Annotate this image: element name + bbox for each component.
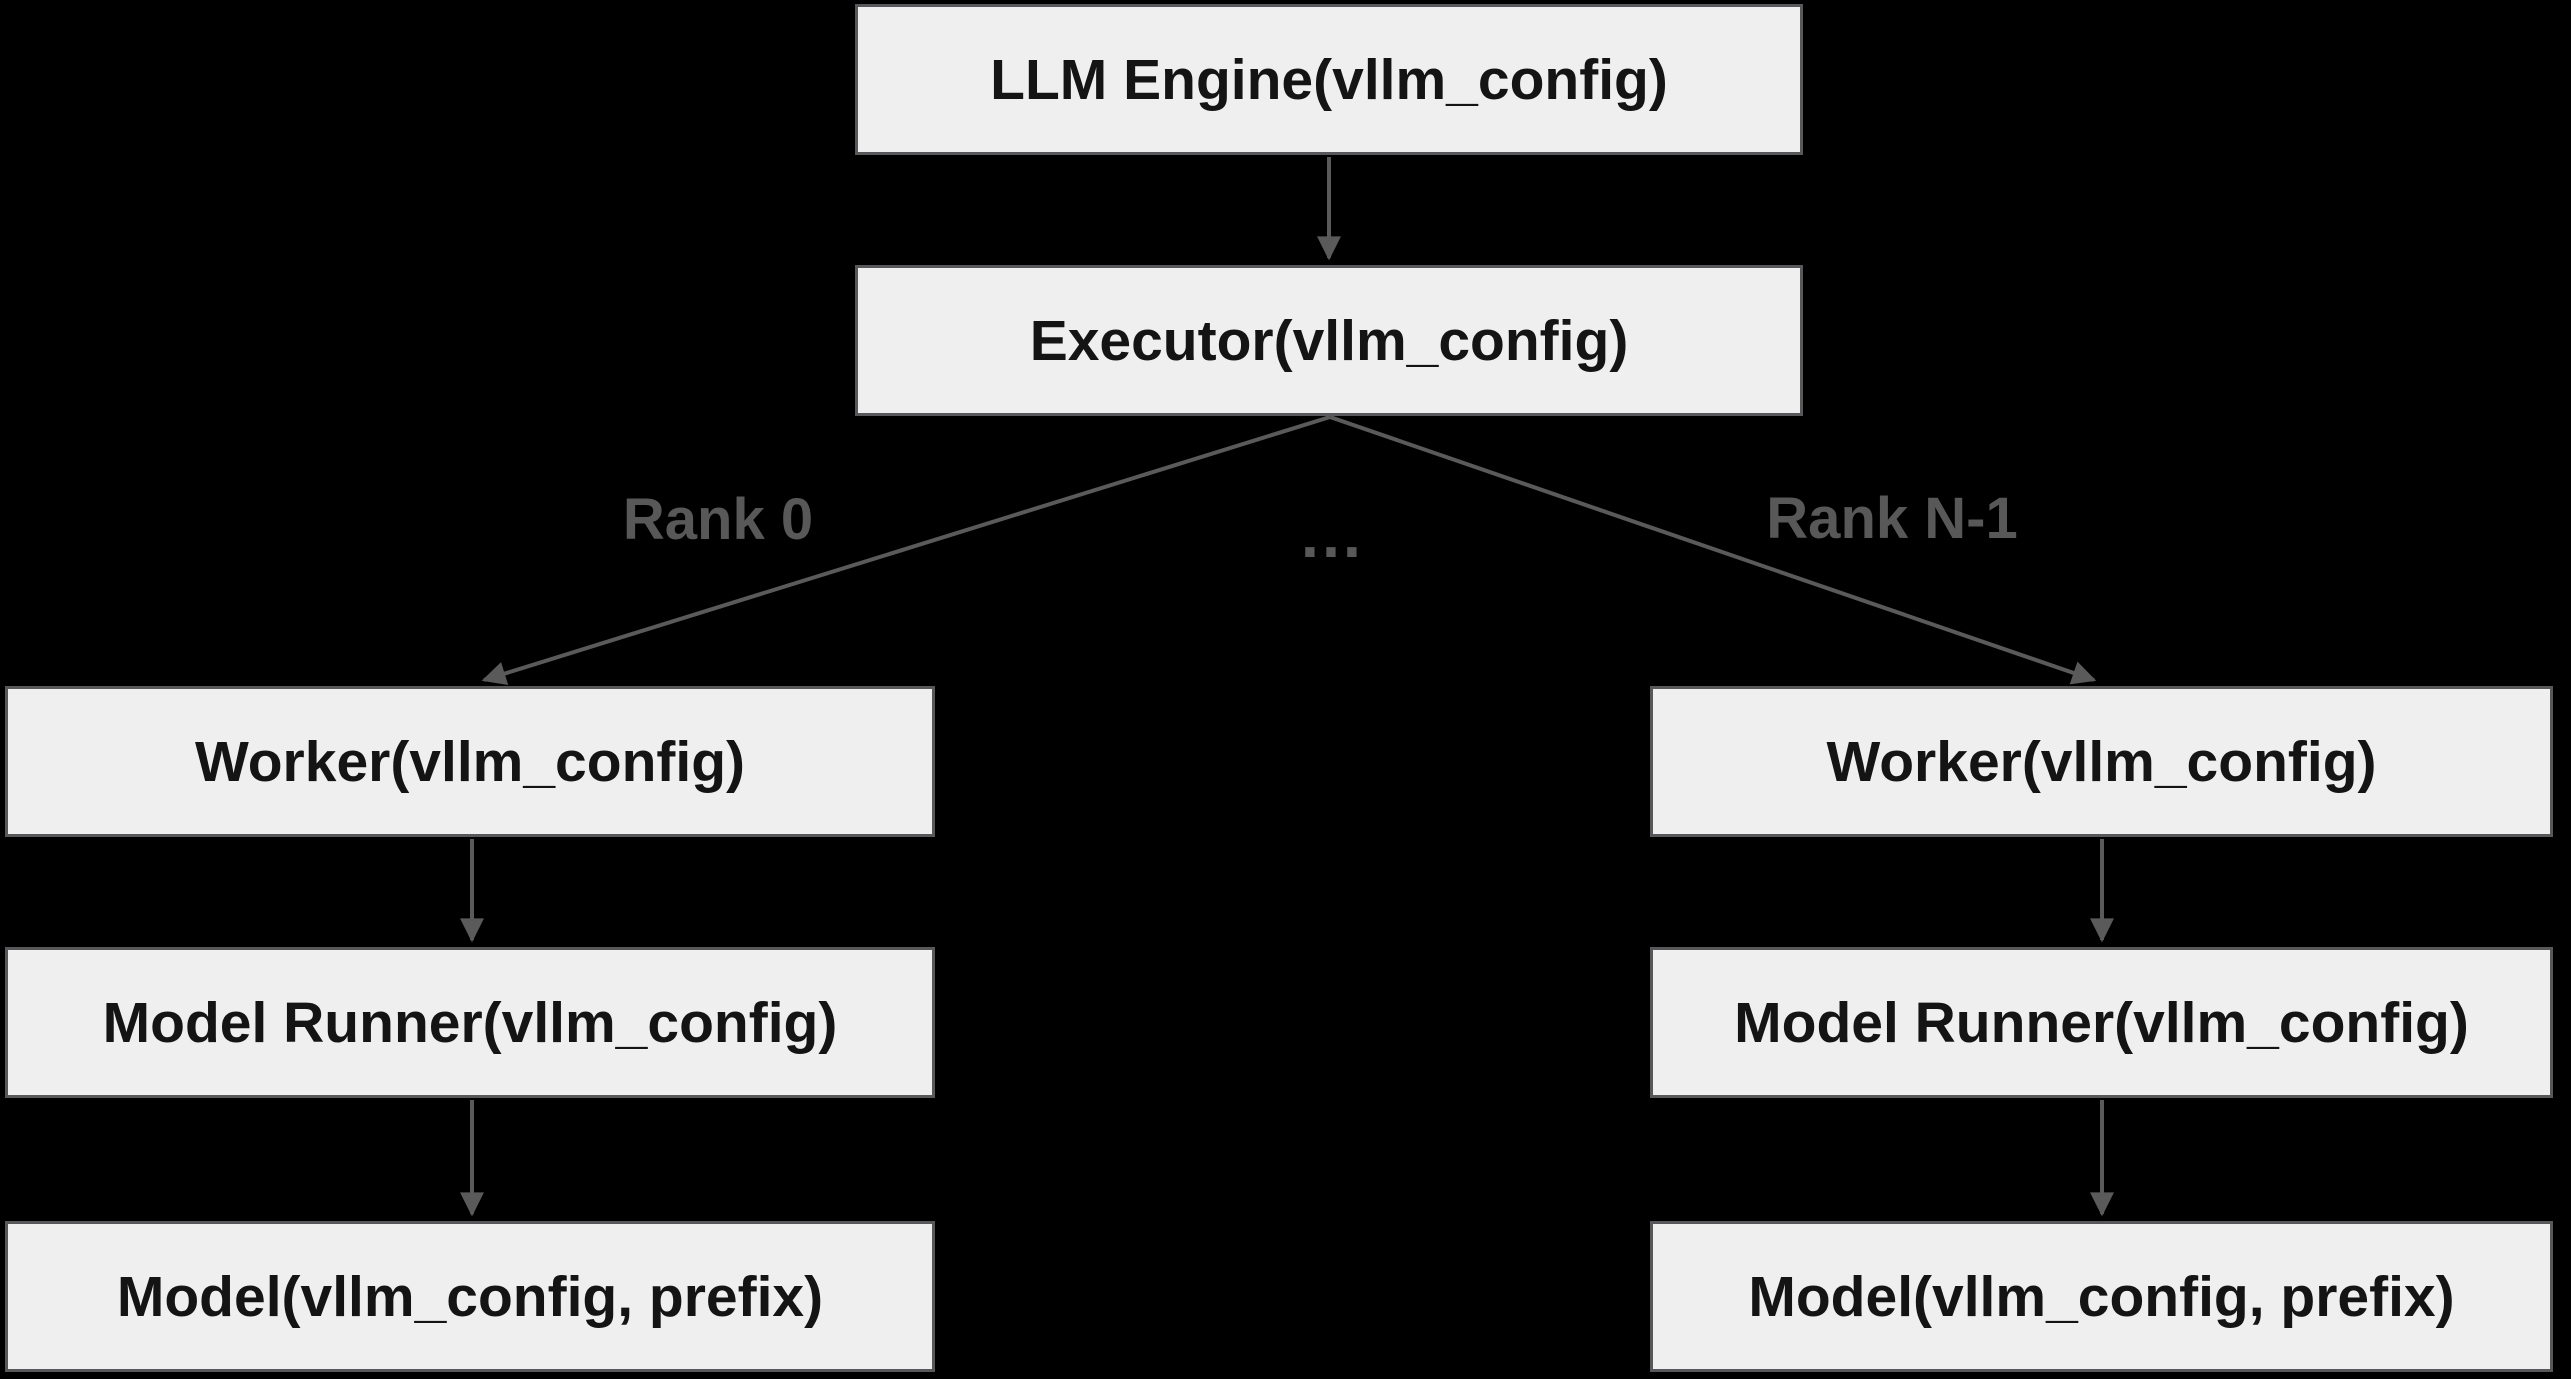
node-llm-engine-label: LLM Engine(vllm_config) [990,47,1668,112]
node-model-runner-left-label: Model Runner(vllm_config) [102,990,838,1055]
node-model-right: Model(vllm_config, prefix) [1650,1221,2553,1372]
edge-label-rank-0: Rank 0 [622,487,814,552]
node-model-runner-left: Model Runner(vllm_config) [5,947,935,1098]
node-worker-right-label: Worker(vllm_config) [1826,729,2377,794]
node-model-left: Model(vllm_config, prefix) [5,1221,935,1372]
edge-executor-to-worker-right [1329,415,2097,685]
node-worker-right: Worker(vllm_config) [1650,686,2553,837]
node-model-runner-right-label: Model Runner(vllm_config) [1734,990,2469,1055]
edge-label-rank-n-1: Rank N-1 [1766,486,2018,551]
node-worker-left-label: Worker(vllm_config) [194,729,746,794]
node-executor: Executor(vllm_config) [855,265,1803,416]
node-model-left-label: Model(vllm_config, prefix) [116,1264,824,1329]
node-worker-left: Worker(vllm_config) [5,686,935,837]
node-executor-label: Executor(vllm_config) [1029,308,1629,373]
node-llm-engine: LLM Engine(vllm_config) [855,4,1803,155]
node-model-right-label: Model(vllm_config, prefix) [1748,1264,2455,1329]
edge-executor-to-worker-left [481,415,1331,686]
node-model-runner-right: Model Runner(vllm_config) [1650,947,2553,1098]
edge-label-ellipsis: … [1298,497,1364,571]
